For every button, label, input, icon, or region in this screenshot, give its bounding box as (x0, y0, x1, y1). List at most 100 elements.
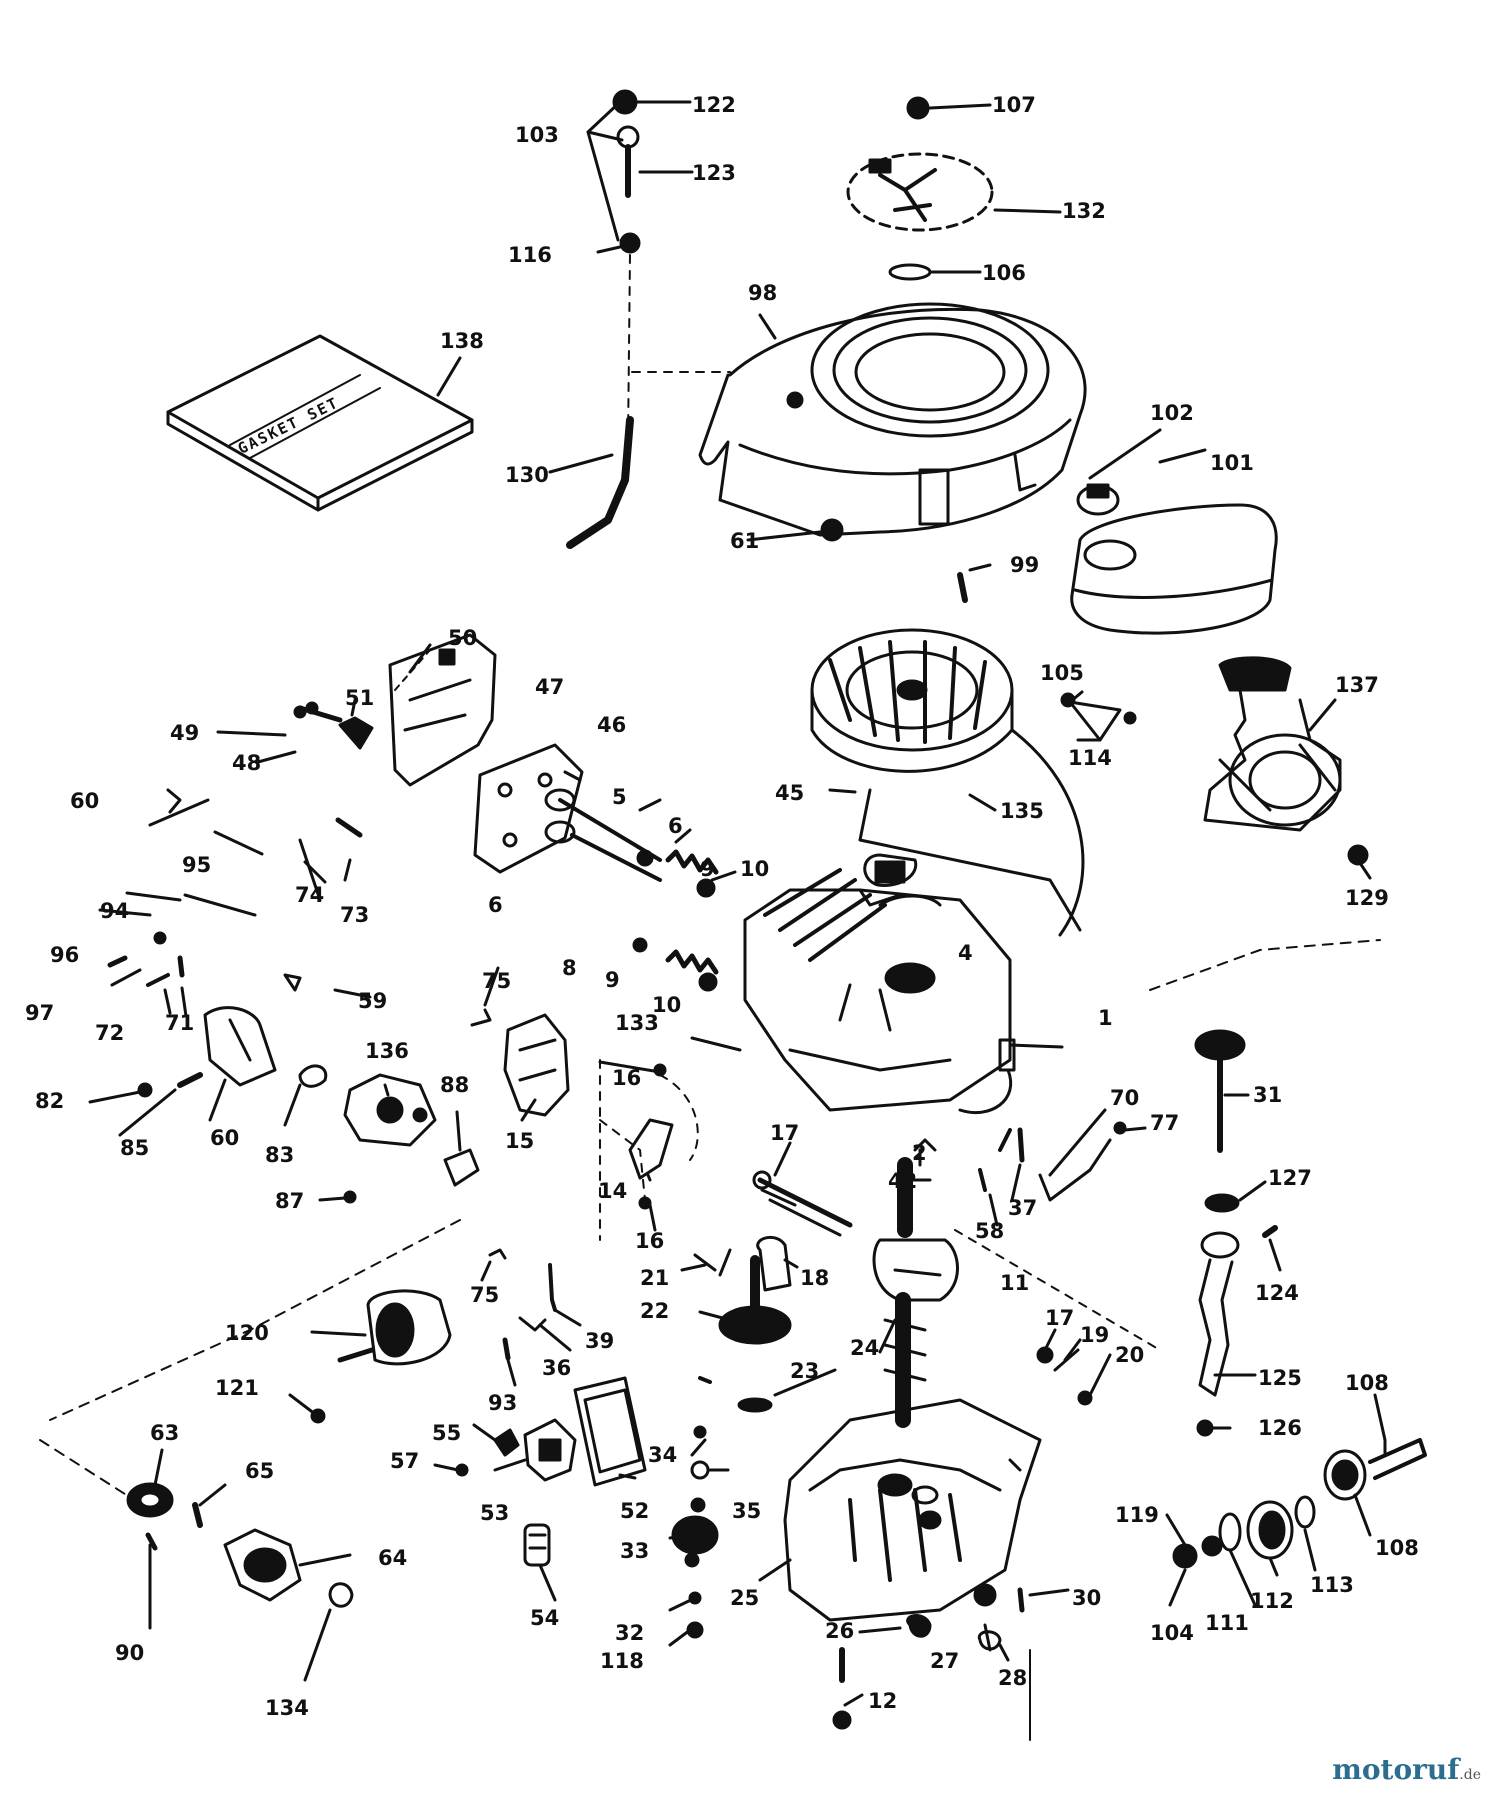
label-60b: 60 (210, 1126, 239, 1150)
keeper-10b (698, 972, 718, 992)
spring-97 (107, 955, 128, 968)
seal-26 (906, 1614, 932, 1638)
label-32: 32 (615, 1621, 644, 1645)
bolt-129 (1347, 844, 1369, 866)
pulley-112 (1246, 1500, 1294, 1560)
label-36: 36 (542, 1356, 571, 1380)
screw-96 (153, 931, 167, 945)
washer-106 (888, 263, 932, 281)
label-136: 136 (365, 1039, 409, 1063)
washer-116 (619, 232, 641, 254)
label-57: 57 (390, 1449, 419, 1473)
label-17: 17 (770, 1121, 799, 1145)
gasket-46 (473, 743, 584, 874)
spring-58 (978, 1128, 1012, 1192)
label-107: 107 (992, 93, 1036, 117)
label-16b: 16 (635, 1229, 664, 1253)
label-118: 118 (600, 1649, 644, 1673)
label-58: 58 (975, 1219, 1004, 1243)
label-113: 113 (1310, 1573, 1354, 1597)
screw-16 (638, 1196, 652, 1210)
ignition-coil (858, 853, 918, 907)
label-14: 14 (598, 1179, 627, 1203)
screw-30 (1017, 1587, 1025, 1613)
label-108a: 108 (1345, 1371, 1389, 1395)
label-103: 103 (515, 123, 559, 147)
label-101: 101 (1210, 451, 1254, 475)
label-83: 83 (265, 1143, 294, 1167)
label-9: 9 (700, 857, 715, 881)
label-59: 59 (358, 989, 387, 1013)
label-49: 49 (170, 721, 199, 745)
screw-77 (1113, 1121, 1127, 1135)
valve-housing-53 (523, 1418, 577, 1482)
label-48: 48 (232, 751, 261, 775)
label-28: 28 (998, 1666, 1027, 1690)
label-125: 125 (1258, 1366, 1302, 1390)
label-37: 37 (1008, 1196, 1037, 1220)
bracket-103 (586, 100, 624, 242)
label-50: 50 (448, 626, 477, 650)
label-11: 11 (1000, 1271, 1029, 1295)
label-88: 88 (440, 1073, 469, 1097)
pin-65 (192, 1502, 203, 1528)
label-124: 124 (1255, 1281, 1299, 1305)
label-2: 2 (912, 1141, 927, 1165)
valve-spring-9b (665, 949, 719, 975)
screw-82 (137, 1082, 153, 1098)
link-75b (488, 1248, 507, 1260)
screw-123 (616, 125, 640, 198)
breather-15 (503, 1013, 570, 1117)
bolt-122 (612, 89, 638, 115)
screw-90 (145, 1532, 158, 1551)
label-42: 42 (888, 1169, 917, 1193)
ignition-wire (858, 788, 1082, 932)
washer-119 (1201, 1535, 1223, 1557)
label-15: 15 (505, 1129, 534, 1153)
label-104: 104 (1150, 1621, 1194, 1645)
cylinder-head-4 (878, 894, 942, 907)
label-60: 60 (70, 789, 99, 813)
label-73: 73 (340, 903, 369, 927)
label-19: 19 (1080, 1323, 1109, 1347)
label-33: 33 (620, 1539, 649, 1563)
label-119: 119 (1115, 1503, 1159, 1527)
label-4: 4 (958, 941, 973, 965)
label-134: 134 (265, 1696, 309, 1720)
seal-127 (1204, 1193, 1240, 1213)
nut-107 (906, 96, 930, 120)
label-10: 10 (740, 857, 769, 881)
washer-28 (977, 1630, 1002, 1651)
label-5: 5 (612, 785, 627, 809)
label-30: 30 (1072, 1586, 1101, 1610)
screw-71 (177, 955, 185, 978)
retainer-8b (632, 937, 648, 953)
label-17b: 17 (1045, 1306, 1074, 1330)
label-45: 45 (775, 781, 804, 805)
label-85: 85 (120, 1136, 149, 1160)
gasket-set-text: GASKET SET (235, 393, 342, 458)
label-96: 96 (50, 943, 79, 967)
label-6: 6 (668, 814, 683, 838)
label-87: 87 (275, 1189, 304, 1213)
label-20: 20 (1115, 1343, 1144, 1367)
label-6b: 6 (488, 893, 503, 917)
pin-2 (913, 1138, 937, 1152)
gasket-set-138 (166, 334, 474, 512)
label-106: 106 (982, 261, 1026, 285)
nut-55 (493, 1428, 520, 1457)
washer-111 (1218, 1512, 1242, 1552)
label-111: 111 (1205, 1611, 1249, 1635)
crankcase-25 (783, 1398, 1042, 1622)
screw-93 (502, 1337, 511, 1361)
label-127: 127 (1268, 1166, 1312, 1190)
nut-134 (328, 1582, 354, 1608)
label-18: 18 (800, 1266, 829, 1290)
rod-74 (298, 838, 322, 902)
label-74: 74 (295, 883, 324, 907)
label-137: 137 (1335, 673, 1379, 697)
label-135: 135 (1000, 799, 1044, 823)
screw-124 (1262, 1225, 1278, 1238)
